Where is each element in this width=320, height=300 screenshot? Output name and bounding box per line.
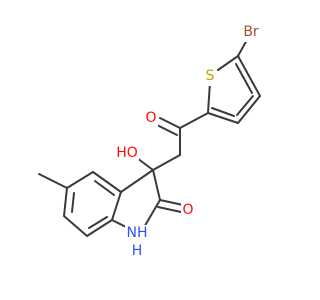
atom-h-on-n: H — [130, 242, 144, 260]
atom-o-ketone: O — [144, 110, 158, 128]
bond-c5-c6-double — [71, 192, 75, 213]
atom-oh: HO — [115, 144, 139, 162]
atom-nh: NH — [125, 225, 149, 243]
atom-label-oh: HO — [116, 145, 138, 161]
bond-c2lactam-o — [159, 199, 184, 206]
bond-s-c2 — [207, 81, 211, 114]
atom-label-o-ketone: O — [145, 110, 156, 126]
atom-s: S — [203, 68, 217, 86]
bond-c4-c5 — [66, 171, 94, 189]
bond-c5-methyl — [38, 173, 68, 189]
atom-label-h-on-n: H — [132, 243, 143, 259]
bond-c3-c3a — [120, 169, 154, 193]
bond-c3-c4 — [237, 95, 261, 124]
bond-c3a-c7a — [111, 191, 122, 221]
bond-c2lactam-o-double — [157, 206, 182, 213]
bond-c4-c5 — [237, 55, 261, 97]
bond-c5-s — [217, 55, 239, 71]
bond-c2-c3-double — [211, 107, 235, 117]
molecule-structure: Br S O HO O NH H — [38, 24, 262, 260]
atom-br: Br — [240, 24, 262, 42]
bonds — [38, 37, 261, 237]
atom-labels: Br S O HO O NH H — [115, 24, 262, 260]
bond-c7-c7a — [86, 219, 113, 237]
bond-c3a-c4 — [92, 171, 122, 193]
bond-c3-oh — [136, 157, 154, 171]
atom-o-lactam: O — [181, 202, 195, 220]
bond-c2-ccarbonyl — [179, 112, 209, 129]
bond-c2lactam-n — [142, 199, 161, 230]
atom-label-o-lactam: O — [182, 202, 193, 218]
bond-c2-c3 — [207, 112, 239, 124]
atom-label-nh: NH — [127, 225, 148, 241]
bond-ch2-c3 — [152, 154, 181, 171]
bond-c3-c2lactam — [152, 169, 161, 201]
bond-ccarbonyl-o-double — [156, 124, 178, 136]
bond-c3a-c4-double — [94, 180, 115, 196]
bond-c4-c5-double — [235, 63, 253, 94]
bond-ccarbonyl-o — [159, 117, 181, 129]
atom-label-br: Br — [243, 24, 259, 40]
bond-c5-c6 — [63, 187, 68, 217]
bond-c7-c7a-double — [88, 216, 108, 229]
bond-c6-c7 — [63, 215, 88, 237]
atom-label-s: S — [206, 68, 215, 84]
bond-c3-c4-double — [236, 95, 254, 116]
